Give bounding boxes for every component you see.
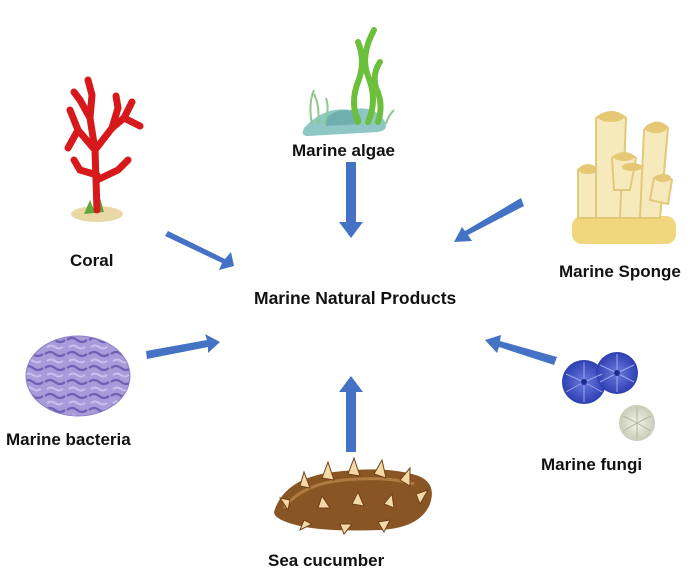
label-marine-algae: Marine algae <box>292 141 395 160</box>
sponge-icon <box>572 111 676 244</box>
arrow-bacteria-to-center <box>146 334 220 359</box>
label-marine-fungi: Marine fungi <box>541 455 643 474</box>
fungi-icon <box>562 352 655 441</box>
bacteria-icon <box>25 335 131 417</box>
label-marine-sponge: Marine Sponge <box>559 262 681 281</box>
arrow-coral-to-center <box>165 231 234 270</box>
sea-cucumber-icon <box>274 456 432 535</box>
arrow-fungi-to-center <box>485 335 557 365</box>
label-marine-bacteria: Marine bacteria <box>6 430 131 449</box>
label-coral: Coral <box>70 251 114 270</box>
seaweed-icon <box>302 27 395 136</box>
arrow-algae-to-center <box>339 162 363 238</box>
arrow-cucumber-to-center <box>339 376 363 452</box>
label-sea-cucumber: Sea cucumber <box>268 551 385 570</box>
arrow-sponge-to-center <box>454 198 524 242</box>
coral-icon <box>64 76 144 222</box>
label-marine-natural-products: Marine Natural Products <box>254 288 457 308</box>
